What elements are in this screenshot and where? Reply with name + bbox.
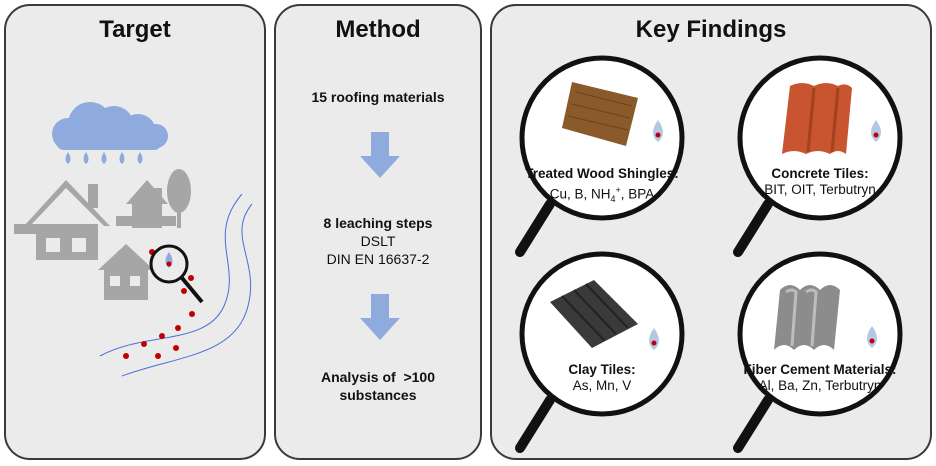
house-icon — [14, 180, 110, 260]
method-step-2: 8 leaching steps DSLT DIN EN 16637-2 — [276, 214, 480, 268]
method-step-1: 15 roofing materials — [311, 89, 445, 105]
findings-title: Key Findings — [635, 16, 787, 43]
concrete-tile-image — [782, 83, 852, 154]
fiber-cement-image — [774, 285, 840, 350]
magnifier-icon — [515, 251, 685, 453]
findings-panel: Key Findings Treated Wood Shingles: Cu, … — [490, 4, 932, 460]
finding-fiber-cement-material: Fiber Cement Materials: — [743, 362, 897, 377]
down-arrow-icon — [360, 294, 400, 340]
finding-clay-tiles-substances: As, Mn, V — [572, 378, 632, 393]
magnifier-icon — [733, 251, 903, 453]
method-step-3: Analysis of >100 substances — [276, 368, 480, 404]
method-step-2-line3: DIN EN 16637-2 — [326, 251, 430, 267]
target-illustration — [14, 102, 253, 377]
magnifier-icon — [733, 55, 903, 257]
target-panel: Target — [4, 4, 266, 460]
water-drop-icon — [871, 120, 881, 142]
finding-concrete-tiles-material: Concrete Tiles: — [771, 166, 869, 181]
magnifier-icon — [515, 55, 685, 257]
wood-shingle-image — [562, 82, 638, 146]
clay-tile-image — [550, 280, 638, 348]
magnifier-icon — [149, 244, 204, 304]
method-panel: Method 15 roofing materials 8 leaching s… — [274, 4, 482, 460]
water-drop-icon — [653, 120, 663, 142]
method-step-2-line2: DSLT — [360, 233, 396, 249]
water-drop-icon — [649, 328, 659, 350]
method-title: Method — [335, 16, 421, 43]
target-title: Target — [99, 16, 171, 43]
rain-cloud-icon — [52, 102, 168, 164]
finding-fiber-cement-substances: Al, Ba, Zn, Terbutryn — [758, 378, 882, 393]
house-icon — [98, 244, 154, 300]
house-icon — [116, 180, 176, 228]
finding-clay-tiles-material: Clay Tiles: — [568, 362, 636, 377]
finding-treated-wood-substances: Cu, B, NH4+, BPA — [549, 185, 655, 205]
down-arrow-icon — [360, 132, 400, 178]
finding-concrete-tiles-substances: BIT, OIT, Terbutryn — [764, 182, 876, 197]
method-step-2-line1: 8 leaching steps — [323, 215, 433, 231]
pollutant-dots — [123, 249, 195, 359]
finding-treated-wood-material: Treated Wood Shingles: — [525, 166, 679, 181]
tree-icon — [167, 169, 191, 228]
method-step-3-line2: substances — [339, 387, 417, 403]
water-drop-icon — [867, 326, 877, 348]
method-step-3-line1: Analysis of >100 — [320, 369, 435, 385]
